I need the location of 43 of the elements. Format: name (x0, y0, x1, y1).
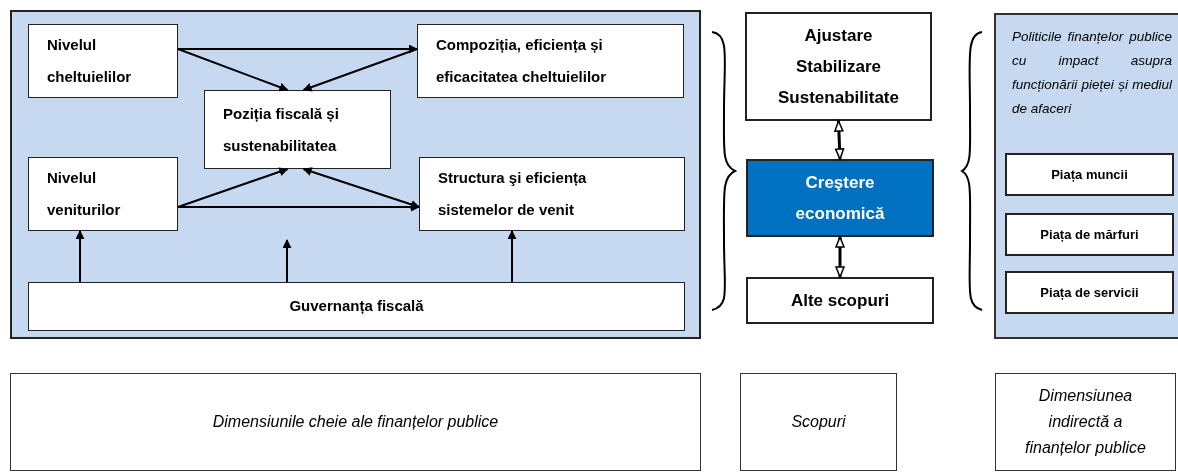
node-label: Poziția fiscală și sustenabilitatea (223, 103, 340, 156)
node-label: Compoziția, eficiența și eficacitatea cheltuielilor (436, 35, 608, 87)
panel-background (994, 13, 1178, 339)
highlight-box (746, 159, 934, 237)
node-label: Scopuri (791, 412, 846, 432)
panel-background (10, 10, 701, 339)
arrow (177, 48, 289, 92)
arrow (75, 230, 85, 283)
node-label: Dimensiunea indirectă a finanțelor publice (1024, 386, 1147, 458)
process-box (204, 90, 391, 169)
node-label: Creştere economică (794, 172, 886, 225)
arrow (177, 44, 418, 54)
process-box (28, 282, 685, 331)
arrow (302, 48, 418, 92)
process-box (28, 157, 178, 231)
arrow (177, 167, 289, 208)
node-label: Nivelul cheltuielilor (47, 35, 133, 87)
goal-box (745, 12, 932, 121)
process-box (417, 24, 684, 98)
node-label: Dimensiunile cheie ale finanțelor publice (212, 412, 499, 432)
arrow (507, 230, 517, 283)
node-label: Structura şi eficiența sistemelor de venit (438, 168, 588, 220)
node-label: Piața de servicii (1040, 283, 1139, 302)
market-box (1005, 271, 1174, 314)
market-box (1005, 213, 1174, 256)
node-label: Piața muncii (1051, 165, 1128, 184)
caption-box (740, 373, 897, 471)
double-arrow (834, 120, 845, 160)
node-label: Guvernanța fiscală (289, 296, 424, 317)
goal-box (746, 277, 934, 324)
node-label: Ajustare Stabilizare Sustenabilitate (777, 25, 900, 109)
arrow (282, 239, 292, 283)
caption-box (995, 373, 1176, 471)
double-arrow (835, 236, 845, 278)
market-box (1005, 153, 1174, 196)
process-box (28, 24, 178, 98)
node-label: Piața de mărfuri (1040, 225, 1139, 244)
caption-box (10, 373, 701, 471)
panel-heading: Politicile finanțelor publice cu impact asupra funcționării pieței și mediul de afaceri (1011, 28, 1174, 118)
node-label: Alte scopuri (790, 290, 890, 312)
node-label: Nivelul veniturilor (47, 168, 122, 220)
process-box (419, 157, 685, 231)
arrow (302, 167, 420, 209)
